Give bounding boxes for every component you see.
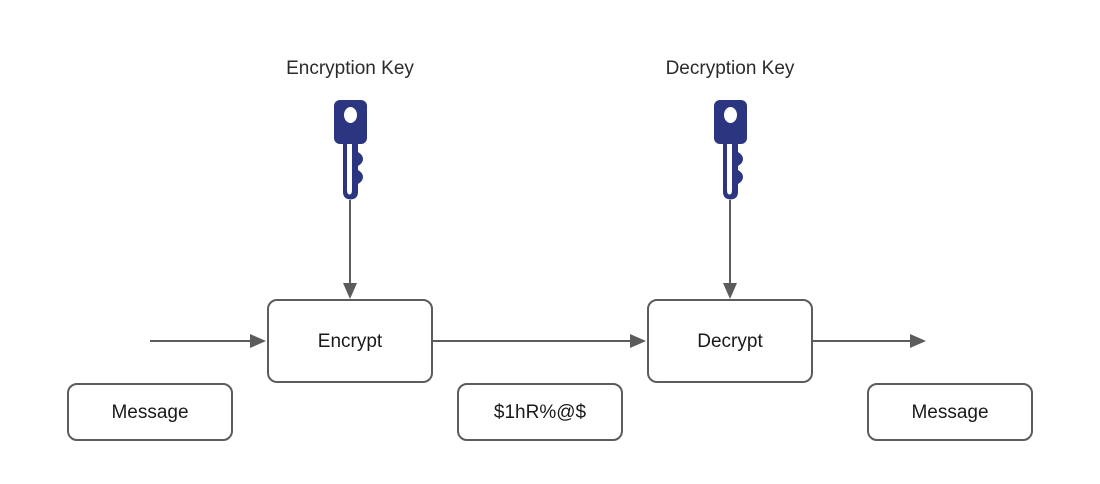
decryption-key-icon (714, 100, 747, 200)
ciphertext-label: $1hR%@$ (494, 402, 587, 423)
connector-decrypt-to-output (812, 334, 926, 348)
decryption-key-group: Decryption Key (666, 58, 795, 299)
plaintext-input-box[interactable] (67, 383, 233, 441)
ciphertext-node[interactable]: $1hR%@$ (457, 383, 623, 441)
ciphertext-box[interactable] (457, 383, 623, 441)
encrypt-label: Encrypt (318, 331, 383, 352)
plaintext-output-box[interactable] (867, 383, 1033, 441)
plaintext-input-label: Message (111, 402, 188, 423)
decrypt-node[interactable]: Decrypt (647, 299, 813, 383)
encrypt-node[interactable]: Encrypt (267, 299, 433, 383)
decryption-key-label: Decryption Key (666, 58, 795, 79)
connector-encrypt-to-decrypt (432, 334, 646, 348)
plaintext-output-label: Message (911, 402, 988, 423)
connector-encryption-key-to-encrypt (343, 200, 357, 299)
encryption-key-label: Encryption Key (286, 58, 414, 79)
connector-input-to-encrypt (150, 334, 266, 348)
decrypt-label: Decrypt (697, 331, 763, 352)
encryption-key-icon (334, 100, 367, 200)
encryption-key-group: Encryption Key (286, 58, 414, 299)
plaintext-output-node[interactable]: Message (867, 383, 1033, 441)
plaintext-input-node[interactable]: Message (67, 383, 233, 441)
connector-decryption-key-to-decrypt (723, 200, 737, 299)
